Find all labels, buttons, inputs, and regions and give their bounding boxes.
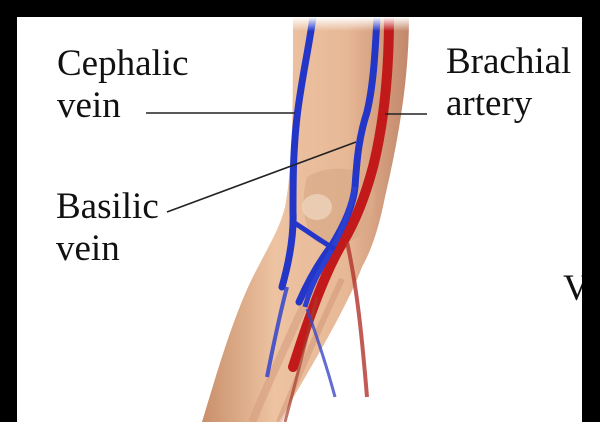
basilic-label-line2: vein	[56, 228, 159, 270]
epicondyle	[302, 194, 332, 220]
cut-off-text: V	[563, 268, 582, 310]
brachial-label-line2: artery	[446, 83, 571, 125]
brachial-label-line1: Brachial	[446, 41, 571, 83]
top-fade	[277, 17, 427, 31]
brachial-artery-label: Brachial artery	[446, 41, 571, 125]
cephalic-label-line2: vein	[57, 85, 189, 127]
cephalic-vein-label: Cephalic vein	[57, 43, 189, 127]
illustration-panel: Cephalic vein Basilic vein Brachial arte…	[17, 17, 582, 422]
basilic-vein-label: Basilic vein	[56, 186, 159, 270]
cephalic-label-line1: Cephalic	[57, 43, 189, 85]
basilic-label-line1: Basilic	[56, 186, 159, 228]
